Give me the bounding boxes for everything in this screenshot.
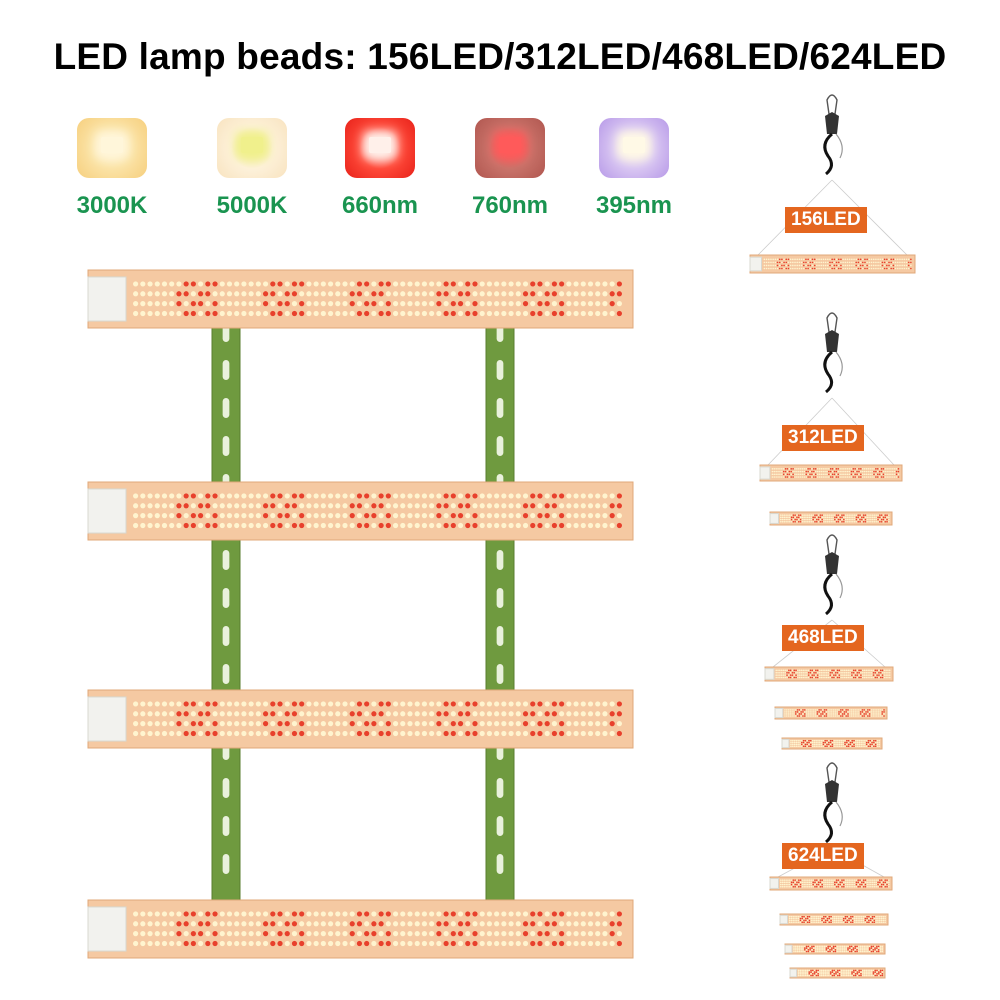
- swatch-395nm: 395nm: [574, 118, 694, 220]
- swatch-3000k-light: [77, 118, 147, 178]
- variant-label-468: 468LED: [782, 625, 864, 651]
- variant-label-156: 156LED: [785, 207, 867, 233]
- swatch-5000k-label: 5000K: [216, 192, 288, 219]
- mini-fixture-156LED: [749, 94, 916, 274]
- swatch-395nm-label: 395nm: [595, 192, 673, 219]
- page-title: LED lamp beads: 156LED/312LED/468LED/624…: [53, 36, 947, 77]
- swatch-660nm-label: 660nm: [341, 192, 419, 219]
- mini-fixture-468LED: [764, 534, 894, 750]
- swatch-3000k: 3000K: [52, 118, 172, 220]
- swatch-5000k-light: [217, 118, 287, 178]
- swatch-760nm-label: 760nm: [471, 192, 549, 219]
- swatch-5000k: 5000K: [192, 118, 312, 220]
- swatch-760nm-light: [475, 118, 545, 178]
- swatch-3000k-label: 3000K: [76, 192, 148, 219]
- variant-label-624: 624LED: [782, 843, 864, 869]
- swatch-760nm: 760nm: [450, 118, 570, 220]
- swatch-395nm-light: [599, 118, 669, 178]
- variant-label-312: 312LED: [782, 425, 864, 451]
- mini-fixture-624LED: [769, 762, 893, 979]
- swatch-660nm: 660nm: [320, 118, 440, 220]
- large-fixture: [87, 269, 634, 959]
- led-color-swatches: 3000K 5000K 660nm 760nm 395nm: [52, 118, 692, 228]
- swatch-660nm-light: [345, 118, 415, 178]
- mini-fixture-312LED: [759, 312, 903, 526]
